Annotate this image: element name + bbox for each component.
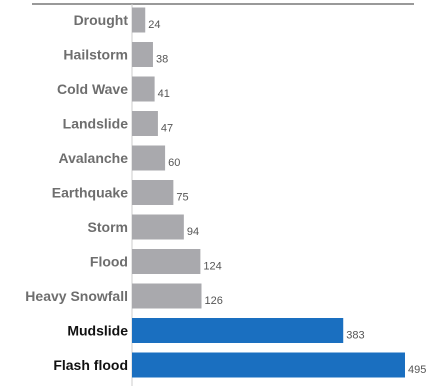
- value-label-earthquake: 75: [176, 192, 188, 204]
- value-label-flash-flood: 495: [408, 364, 426, 376]
- value-label-drought: 24: [148, 19, 160, 31]
- bar-cold-wave: [132, 76, 155, 102]
- bar-storm: [132, 214, 184, 240]
- bar-flash-flood: [132, 352, 405, 378]
- category-label-landslide: Landslide: [63, 116, 129, 132]
- bar-earthquake: [132, 180, 174, 205]
- value-label-landslide: 47: [161, 123, 173, 135]
- category-label-cold-wave: Cold Wave: [57, 81, 128, 97]
- value-label-flood: 124: [203, 261, 221, 273]
- category-label-storm: Storm: [88, 219, 128, 235]
- bar-heavy-snowfall: [132, 283, 202, 309]
- category-label-flash-flood: Flash flood: [53, 357, 128, 373]
- value-label-heavy-snowfall: 126: [204, 295, 222, 307]
- bar-mudslide: [132, 318, 344, 343]
- category-label-hailstorm: Hailstorm: [63, 47, 128, 63]
- bar-landslide: [132, 111, 158, 136]
- category-label-drought: Drought: [74, 12, 129, 28]
- category-label-flood: Flood: [90, 254, 128, 270]
- value-label-hailstorm: 38: [156, 54, 168, 66]
- category-label-mudslide: Mudslide: [67, 323, 128, 339]
- value-label-cold-wave: 41: [158, 88, 170, 100]
- value-label-storm: 94: [187, 226, 199, 238]
- category-label-avalanche: Avalanche: [58, 150, 128, 166]
- value-label-mudslide: 383: [346, 330, 364, 342]
- bar-avalanche: [132, 145, 166, 171]
- bar-drought: [132, 7, 146, 33]
- category-label-heavy-snowfall: Heavy Snowfall: [25, 288, 128, 304]
- value-label-avalanche: 60: [168, 157, 180, 169]
- category-label-earthquake: Earthquake: [52, 185, 128, 201]
- bar-flood: [132, 249, 201, 274]
- bar-hailstorm: [132, 42, 153, 67]
